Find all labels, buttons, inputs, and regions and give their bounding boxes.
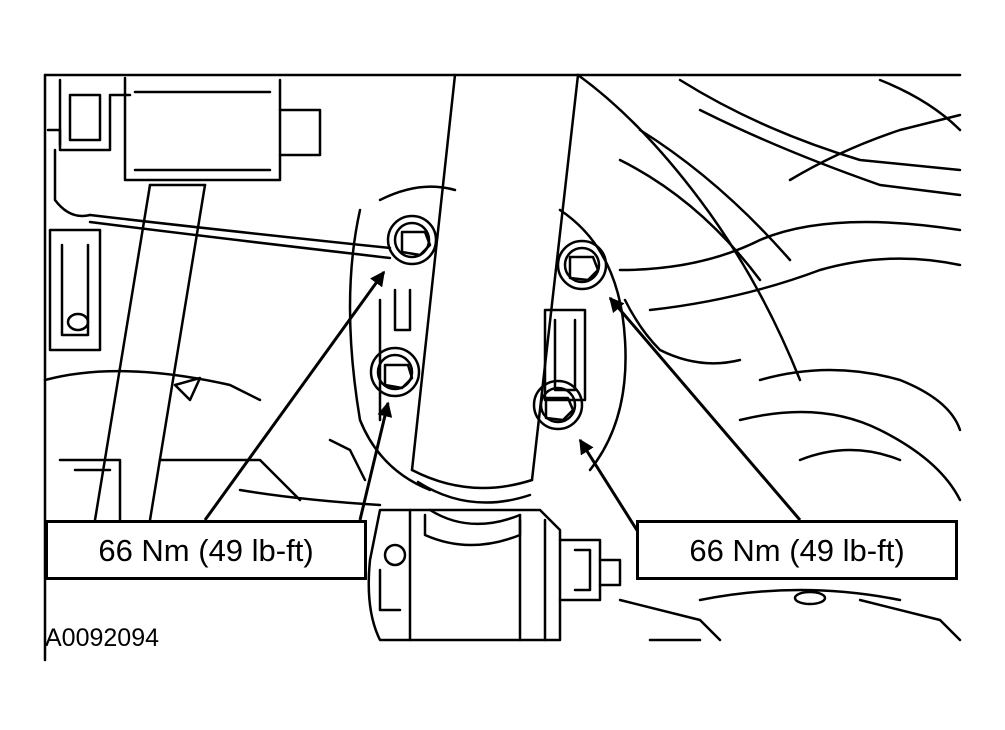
stabilizer-link bbox=[93, 183, 207, 522]
upper-left-bracket bbox=[46, 76, 322, 218]
bolt-upper-right bbox=[556, 239, 608, 291]
knuckle-housing bbox=[238, 185, 627, 507]
left-frame-rail bbox=[43, 228, 302, 522]
bolt-upper-left bbox=[386, 214, 438, 266]
leader-line-lower-right bbox=[578, 438, 642, 536]
figure-reference-id: A0092094 bbox=[45, 624, 160, 652]
leader-line-upper-right bbox=[608, 296, 802, 521]
leader-line-lower-left bbox=[358, 401, 393, 521]
leader-line-upper-left bbox=[203, 270, 386, 521]
torque-callout-left: 66 Nm (49 lb-ft) bbox=[45, 520, 367, 580]
lower-bushing bbox=[367, 508, 622, 642]
torque-callout-right: 66 Nm (49 lb-ft) bbox=[636, 520, 958, 580]
brake-line bbox=[88, 213, 392, 260]
right-control-arm bbox=[576, 73, 962, 642]
bolt-lower-right bbox=[532, 379, 584, 431]
shock-absorber bbox=[410, 73, 580, 547]
bolt-lower-left bbox=[369, 346, 421, 398]
